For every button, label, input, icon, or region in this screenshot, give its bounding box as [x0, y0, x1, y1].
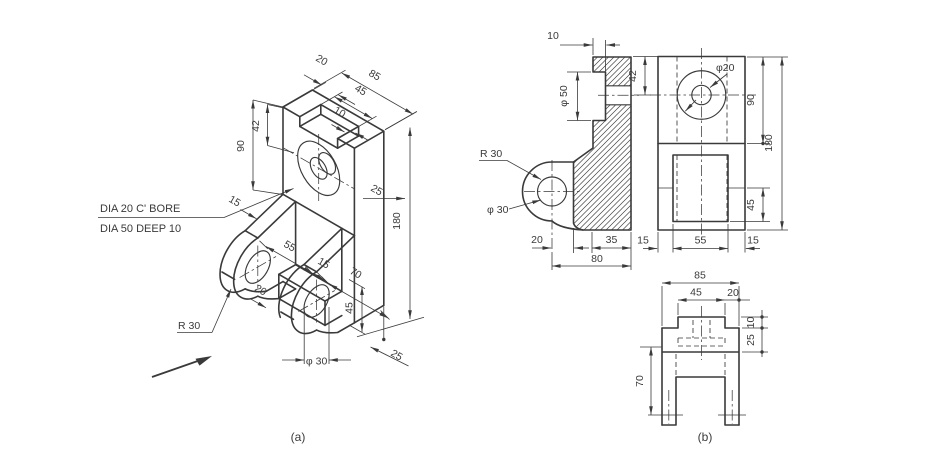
- iso-dim-180: 180: [391, 212, 403, 230]
- side-dim-phi50: φ 50: [558, 85, 570, 107]
- front-view: φ20 42 90 180 45 15 55 15: [627, 48, 788, 253]
- iso-dim-25-rim: 25: [368, 182, 384, 198]
- counterbore-50-icon: [297, 140, 341, 196]
- iso-dim-15a: 15: [226, 193, 242, 209]
- iso-dim-55: 55: [281, 238, 297, 254]
- side-dim-10: 10: [547, 30, 559, 42]
- iso-dim-42: 42: [250, 120, 262, 132]
- isometric-view: 20 45 85 10 90 42 25 180 25: [98, 52, 425, 444]
- iso-dim-45-hole: 45: [344, 302, 356, 314]
- iso-dim-90: 90: [235, 140, 247, 152]
- caption-b: (b): [698, 430, 713, 444]
- note-deep: DIA 50 DEEP 10: [100, 223, 181, 235]
- front-window: [672, 154, 729, 223]
- iso-dimensions: 20 45 85 10 90 42 25 180 25: [177, 52, 425, 368]
- side-dim-35: 35: [606, 234, 618, 246]
- top-dim-10: 10: [745, 317, 757, 329]
- side-dimensions: 10 φ 50 R 30 φ 30 20 35 80: [479, 30, 632, 270]
- top-dim-20: 20: [727, 287, 739, 299]
- side-outline: [521, 56, 639, 253]
- iso-label-phi30: φ 30: [306, 356, 328, 368]
- iso-dim-25-pad: 25: [388, 347, 404, 363]
- front-dim-42: 42: [627, 70, 639, 82]
- front-dim-180: 180: [763, 134, 775, 152]
- top-view: 85 45 20 10 25 70 (b): [634, 270, 768, 444]
- top-dim-45: 45: [690, 287, 702, 299]
- top-dimensions: 85 45 20 10 25 70: [634, 270, 768, 415]
- side-dim-80: 80: [591, 253, 603, 265]
- note-cbore: DIA 20 C' BORE: [100, 203, 180, 215]
- iso-dim-15b: 15: [315, 255, 331, 271]
- front-dim-15l: 15: [637, 235, 649, 247]
- side-section-view: 10 φ 50 R 30 φ 30 20 35 80: [479, 30, 639, 270]
- iso-plate-edges: [282, 89, 385, 324]
- iso-label-r30: R 30: [178, 320, 200, 332]
- iso-dim-20-lower: 20: [252, 282, 268, 298]
- iso-dim-45-notch: 45: [352, 82, 368, 98]
- side-label-r30: R 30: [480, 148, 502, 160]
- top-dim-70: 70: [634, 375, 646, 387]
- iso-dim-70: 70: [347, 265, 363, 281]
- front-dim-45: 45: [745, 199, 757, 211]
- side-hatching: [573, 57, 631, 230]
- iso-notes: DIA 20 C' BORE DIA 50 DEEP 10: [98, 188, 294, 235]
- view-direction-arrow-icon: [151, 356, 212, 378]
- top-dim-25: 25: [745, 334, 757, 346]
- hole-20-floor-icon: [318, 152, 337, 175]
- front-dim-15r: 15: [747, 235, 759, 247]
- front-label-phi20: φ20: [716, 62, 735, 74]
- top-outline: [648, 306, 746, 426]
- iso-dim-20-top: 20: [313, 52, 329, 68]
- hole-20-icon: [309, 156, 328, 180]
- front-dim-90: 90: [745, 94, 757, 106]
- side-dim-20: 20: [531, 234, 543, 246]
- top-dim-85: 85: [694, 270, 706, 282]
- front-dim-55: 55: [695, 235, 707, 247]
- front-outline: [650, 48, 756, 240]
- caption-a: (a): [291, 430, 306, 444]
- side-label-phi30: φ 30: [487, 204, 509, 216]
- iso-counterbore: [283, 134, 354, 201]
- iso-dim-10-notch: 10: [331, 104, 347, 120]
- iso-dim-85: 85: [366, 67, 382, 83]
- front-dimensions: φ20 42 90 180 45 15 55 15: [627, 56, 788, 253]
